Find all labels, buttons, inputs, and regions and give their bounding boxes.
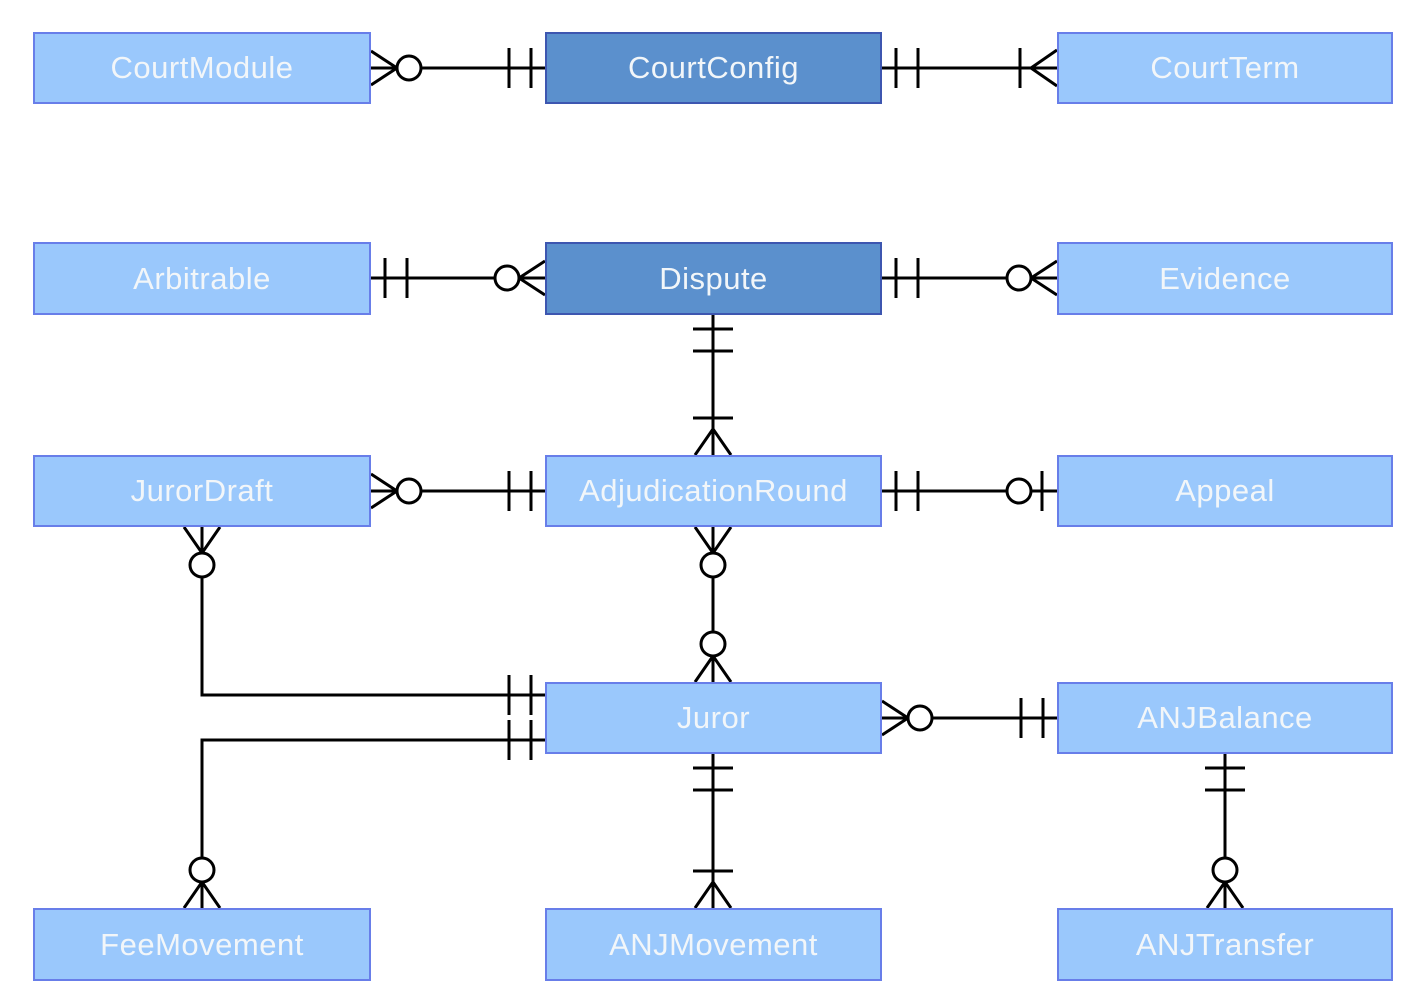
rel-juror-anjmovement [693,754,733,909]
rel-courtconfig-courtterm [882,48,1058,88]
entity-evidence: Evidence [1057,242,1393,315]
entity-label: Appeal [1175,473,1275,508]
entity-label: CourtConfig [628,50,799,85]
entity-label: Arbitrable [133,260,271,296]
entity-arbitrable: Arbitrable [33,242,371,315]
rel-juror-jurordraft [182,526,545,715]
zero-circle-marker [188,551,216,579]
crow-foot-marker [182,526,222,554]
rel-juror-feemovement [182,720,545,909]
entity-feemovement: FeeMovement [33,908,371,981]
crow-foot-marker [370,49,398,87]
rel-anjbalance-juror [881,698,1057,738]
zero-circle-marker [493,264,521,292]
zero-circle-marker [1005,477,1033,505]
entity-label: ANJMovement [609,926,818,962]
rel-dispute-adjudicationround [693,315,733,456]
entity-courtterm: CourtTerm [1057,32,1393,104]
entity-courtmodule: CourtModule [33,32,371,104]
rel-courtconfig-courtmodule [370,48,545,88]
rel-arbitrable-dispute [371,258,546,298]
entity-anjtransfer: ANJTransfer [1057,908,1393,981]
crow-foot-marker [693,526,733,554]
entity-label: CourtModule [110,50,294,85]
zero-circle-marker [1211,856,1239,884]
entity-appeal: Appeal [1057,455,1393,527]
entity-label: Evidence [1159,260,1291,296]
one-tick-marker [383,258,409,298]
zero-circle-marker [906,704,934,732]
entity-juror: Juror [545,682,882,754]
one-tick-marker [507,720,533,760]
entity-label: JurorDraft [130,473,274,508]
one-tick-marker [507,48,533,88]
entity-label: Dispute [659,260,768,296]
one-tick-marker [894,258,920,298]
entity-anjbalance: ANJBalance [1057,682,1393,754]
rel-adjudicationround-juror [693,526,733,683]
crow-foot-marker [1030,259,1058,297]
one-tick-marker [507,675,533,715]
crow-foot-marker [1205,881,1245,909]
entity-label: AdjudicationRound [579,473,848,508]
entity-dispute: Dispute [545,242,882,315]
rel-dispute-evidence [882,258,1058,298]
rel-adjudicationround-appeal [882,471,1057,511]
one-tick-marker [507,471,533,511]
crow-foot-marker [182,881,222,909]
zero-circle-marker [395,54,423,82]
one-tick-marker [693,327,733,353]
crow-foot-marker [518,259,546,297]
zero-circle-marker [395,477,423,505]
entity-anjmovement: ANJMovement [545,908,882,981]
crow-foot-marker [1030,48,1058,88]
rel-adjudicationround-jurordraft [370,471,545,511]
one-tick-marker [693,766,733,792]
one-tick-marker [894,471,920,511]
crow-foot-marker [370,472,398,510]
one-tick-marker [894,48,920,88]
crow-foot-marker [693,655,733,683]
entity-label: CourtTerm [1150,50,1300,85]
entity-jurordraft: JurorDraft [33,455,371,527]
entity-label: FeeMovement [100,926,304,962]
entity-label: ANJTransfer [1135,926,1315,962]
one-tick-marker [1205,766,1245,792]
crow-foot-marker [881,699,909,737]
zero-circle-marker [699,551,727,579]
entity-adjudicationround: AdjudicationRound [545,455,882,527]
zero-circle-marker [188,856,216,884]
entity-label: Juror [676,700,751,735]
rel-anjbalance-anjtransfer [1205,754,1245,909]
crow-foot-marker [693,428,733,456]
one-tick-marker [1019,698,1045,738]
zero-circle-marker [1005,264,1033,292]
entity-courtconfig: CourtConfig [545,32,882,104]
entity-label: ANJBalance [1137,700,1313,735]
crow-foot-marker [693,881,733,909]
zero-circle-marker [699,630,727,658]
